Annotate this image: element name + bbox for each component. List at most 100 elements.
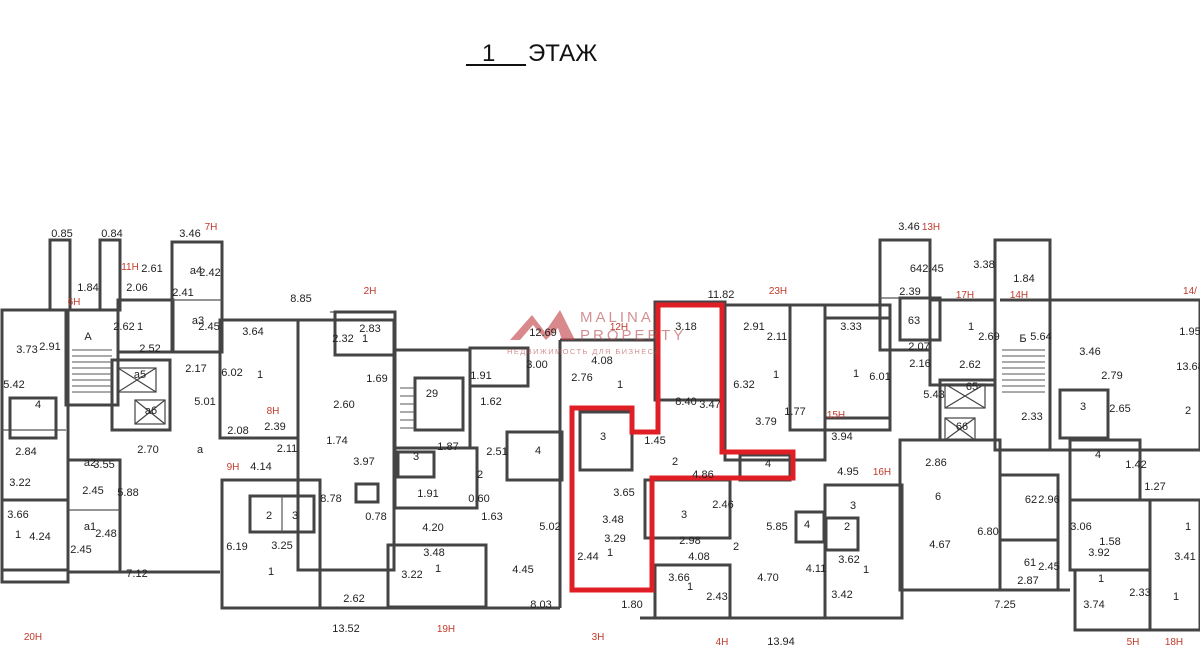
dimension-label: 1: [268, 566, 274, 578]
dimension-label: 6.02: [221, 367, 242, 379]
dimension-label: 4: [765, 458, 771, 470]
dimension-label: 3.65: [613, 487, 634, 499]
dimension-label: 3.25: [271, 540, 292, 552]
unit-labels: 7Н11Н6Н2Н8Н9Н20Н19Н3Н12Н23Н15Н16Н4Н13Н17…: [24, 222, 1197, 648]
dimension-label: 3.64: [242, 326, 263, 338]
dimension-label: 2.79: [1101, 370, 1122, 382]
unit-label: 8Н: [267, 406, 280, 417]
dimension-label: а2: [84, 457, 96, 469]
dimension-label: а6: [145, 405, 157, 417]
dimension-label: 2.52: [139, 343, 160, 355]
dimension-label: а3: [192, 315, 204, 327]
dimension-label: 8.03: [530, 599, 551, 611]
dimension-label: 4.70: [757, 572, 778, 584]
dimension-label: 4: [804, 519, 810, 531]
logo-mark: [510, 310, 575, 340]
dimension-label: 3: [850, 500, 856, 512]
dimension-label: 2.07: [908, 341, 929, 353]
dimension-label: 3.41: [1174, 551, 1195, 563]
dimension-label: 3: [292, 510, 298, 522]
dimension-label: 1.63: [481, 511, 502, 523]
dimension-label: 3.48: [602, 514, 623, 526]
dimension-label: 3.79: [755, 416, 776, 428]
dimension-label: А: [84, 331, 92, 343]
dimension-label: 4.08: [591, 355, 612, 367]
dimension-label: 2.45: [1038, 561, 1059, 573]
unit-label: 14Н: [1010, 290, 1028, 301]
dimension-label: 6.80: [977, 526, 998, 538]
plan-title: 1 ЭТАЖ: [466, 40, 597, 67]
unit-label: 9Н: [227, 462, 240, 473]
dimension-label: 0.60: [468, 493, 489, 505]
dimension-label: 2: [844, 521, 850, 533]
dimension-label: 5.64: [1030, 331, 1051, 343]
dimension-label: 3.18: [675, 321, 696, 333]
dimension-label: 2.45: [198, 321, 219, 333]
dimension-label: 4.14: [250, 461, 271, 473]
dimension-label: 13.52: [332, 623, 360, 635]
dimension-label: 1.91: [417, 488, 438, 500]
dimension-label: 1.84: [1013, 273, 1034, 285]
dimension-label: 2.11: [277, 443, 298, 455]
dimension-label: 1: [1098, 573, 1104, 585]
dimension-label: 4.67: [929, 539, 950, 551]
dimension-label: 2.43: [706, 591, 727, 603]
unit-label: 3Н: [592, 632, 605, 643]
dimension-label: 3.46: [1079, 346, 1100, 358]
dimension-label: 2.76: [571, 372, 592, 384]
dimension-label: 5.42: [3, 379, 24, 391]
dimension-label: 2.11: [767, 331, 788, 343]
dimension-label: 2.84: [15, 446, 36, 458]
dimension-label: 1.69: [366, 373, 387, 385]
dimension-label: 1: [687, 581, 693, 593]
dimension-label: 2.41: [172, 287, 193, 299]
dimension-label: 1: [15, 529, 21, 541]
dimension-label: 1: [1173, 591, 1179, 603]
dimension-label: 4.86: [692, 469, 713, 481]
dimension-label: 7.12: [126, 568, 147, 580]
unit-label: 4Н: [716, 637, 729, 648]
dimension-label: 3.29: [604, 533, 625, 545]
dimension-label: 1.45: [644, 435, 665, 447]
dimension-label: 4: [1095, 449, 1101, 461]
dimension-label: 3.74: [1083, 599, 1104, 611]
logo-name-line2: PROPERTY: [580, 327, 686, 344]
dimension-label: 3.94: [831, 431, 852, 443]
dimension-label: 2.62: [343, 593, 364, 605]
dimension-label: 2.98: [679, 535, 700, 547]
dimension-label: 4.11: [806, 563, 827, 575]
dimension-label: 2.83: [359, 323, 380, 335]
dimension-label: а: [197, 444, 204, 456]
dimension-label: 29: [426, 388, 438, 400]
dimension-label: 3.62: [838, 554, 859, 566]
dimension-label: 2.39: [264, 421, 285, 433]
unit-label: 15Н: [827, 410, 845, 421]
dimension-label: 3.47: [699, 399, 720, 411]
dimension-label: 2.86: [925, 457, 946, 469]
dimension-label: 3.97: [353, 456, 374, 468]
dimension-label: 1.27: [1144, 481, 1165, 493]
dimension-label: 7.25: [994, 599, 1015, 611]
unit-label: 19Н: [437, 624, 455, 635]
dimension-label: 2.16: [909, 358, 930, 370]
dimension-label: 1.77: [784, 406, 805, 418]
dimension-label: 2: [672, 456, 678, 468]
dimension-label: 3.38: [973, 259, 994, 271]
dimension-label: 1.95: [1179, 326, 1200, 338]
dimension-label: 1: [137, 321, 143, 333]
unit-label: 7Н: [205, 222, 218, 233]
dimension-label: а5: [134, 369, 146, 381]
dimension-label: 3: [1080, 401, 1086, 413]
dimension-label: 4: [35, 399, 41, 411]
dimension-label: 2: [477, 469, 483, 481]
dimension-label: 63: [908, 315, 920, 327]
dimension-label: 8.85: [290, 293, 311, 305]
dimension-label: 1.74: [326, 435, 347, 447]
dimension-label: 13.94: [767, 636, 795, 648]
dimension-label: 2.65: [1109, 403, 1130, 415]
dimension-label: 8.78: [320, 493, 341, 505]
dimension-label: 12.69: [529, 327, 557, 339]
dimension-label: 1: [362, 333, 368, 345]
